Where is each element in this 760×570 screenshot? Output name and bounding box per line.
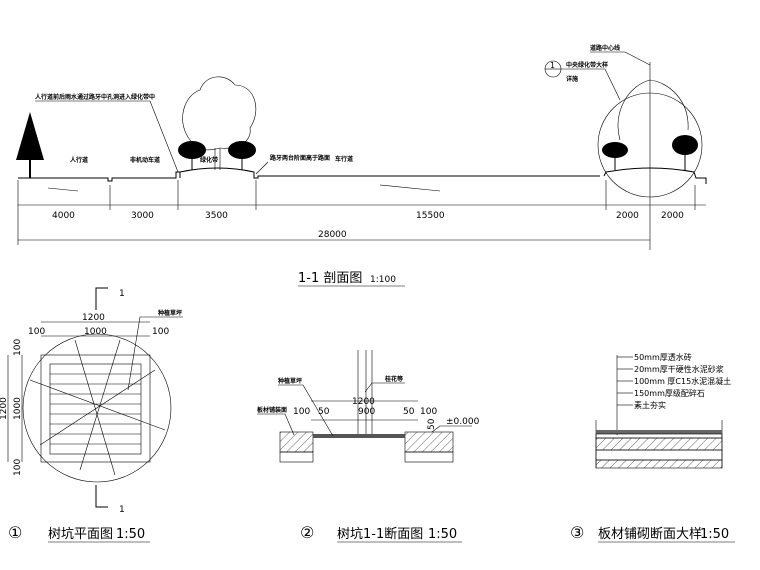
svg-text:3500: 3500	[205, 211, 228, 221]
centerline-label: 道路中心线	[590, 44, 620, 52]
svg-text:3000: 3000	[131, 211, 154, 221]
drainage-note: 人行道前后雨水通过路牙中孔洞进入绿化带中	[35, 93, 155, 101]
svg-text:①: ①	[8, 523, 22, 542]
ground-line	[18, 171, 181, 182]
pit-section-caption: ② 树坑1-1断面图 1:50	[300, 523, 462, 543]
svg-text:100mm 厚C15水泥混凝土: 100mm 厚C15水泥混凝土	[634, 376, 731, 386]
svg-text:15500: 15500	[416, 211, 445, 221]
svg-text:③: ③	[570, 523, 584, 542]
green-belt-profile	[179, 167, 600, 179]
svg-text:详施: 详施	[566, 75, 578, 83]
svg-text:1: 1	[119, 505, 125, 515]
bike-lane-label: 非机动车道	[130, 156, 160, 164]
median-profile	[603, 167, 707, 184]
svg-text:种植草坪: 种植草坪	[277, 377, 302, 385]
svg-text:100: 100	[420, 407, 437, 417]
section-scale: 1:100	[370, 275, 396, 285]
dimension-row: 4000 3000 3500 15500 2000 2000 28000	[17, 180, 706, 245]
svg-text:种植草坪: 种植草坪	[157, 309, 182, 317]
svg-text:1: 1	[550, 61, 555, 70]
svg-text:900: 900	[358, 407, 375, 417]
svg-text:50: 50	[403, 407, 415, 417]
svg-text:1:50: 1:50	[428, 527, 457, 542]
svg-text:素土夯实: 素土夯实	[634, 400, 666, 410]
svg-text:50mm厚透水砖: 50mm厚透水砖	[634, 352, 692, 362]
svg-text:1:50: 1:50	[116, 527, 145, 542]
slope-arrow	[47, 187, 79, 192]
svg-text:100: 100	[293, 407, 310, 417]
svg-text:100: 100	[13, 339, 23, 356]
svg-text:板材铺装面: 板材铺装面	[257, 406, 287, 414]
plan-caption: ① 树坑平面图 1:50	[8, 523, 150, 543]
svg-text:1: 1	[119, 289, 125, 299]
tree-group-icon	[178, 76, 257, 170]
svg-text:100: 100	[28, 327, 45, 337]
road-section: 道路中心线 1 中央绿化带大样 详施 人行道前后雨水通过路牙中孔洞进入绿化带中 …	[16, 44, 707, 287]
detail-reference: 1 中央绿化带大样 详施	[544, 60, 621, 101]
grating-lines	[29, 339, 166, 476]
svg-text:1200: 1200	[82, 313, 105, 323]
svg-text:100: 100	[152, 327, 169, 337]
curb-note: 路牙两台阶面高于路面	[270, 154, 330, 162]
roadway-label: 车行道	[335, 155, 353, 163]
tree-pit-section: 1200 100 50 900 50 100 50 ±0.000 种植草坪 桂花…	[257, 350, 480, 463]
svg-text:20mm厚干硬性水泥砂浆: 20mm厚干硬性水泥砂浆	[634, 364, 724, 374]
section-title: 1-1 剖面图	[298, 271, 362, 286]
layer-labels: 50mm厚透水砖 20mm厚干硬性水泥砂浆 100mm 厚C15水泥混凝土 15…	[617, 352, 731, 410]
slope-arrow	[379, 184, 441, 192]
svg-text:中央绿化带大样: 中央绿化带大样	[566, 61, 608, 69]
svg-text:100: 100	[13, 459, 23, 476]
tree-pit-plan: 1 1 1200 100 1000 100 种植草坪 1200 1000 100…	[0, 287, 183, 515]
paving-detail: 50mm厚透水砖 20mm厚干硬性水泥砂浆 100mm 厚C15水泥混凝土 15…	[595, 352, 731, 469]
svg-text:2000: 2000	[616, 211, 639, 221]
total-width: 28000	[318, 230, 347, 240]
svg-text:板材铺砌断面大样: 板材铺砌断面大样	[598, 527, 702, 542]
svg-text:桂花等: 桂花等	[384, 375, 403, 383]
svg-text:1200: 1200	[352, 397, 375, 407]
svg-text:树坑1-1断面图: 树坑1-1断面图	[337, 527, 423, 542]
sidewalk-label: 人行道	[70, 156, 88, 164]
svg-text:树坑平面图: 树坑平面图	[48, 527, 113, 542]
svg-text:1000: 1000	[84, 327, 107, 337]
svg-text:1000: 1000	[13, 397, 23, 420]
svg-text:2000: 2000	[661, 211, 684, 221]
svg-text:1:50: 1:50	[700, 527, 729, 542]
svg-text:50: 50	[427, 418, 437, 430]
svg-text:150mm厚级配碎石: 150mm厚级配碎石	[634, 388, 705, 398]
svg-text:1200: 1200	[0, 397, 9, 420]
svg-text:4000: 4000	[52, 211, 75, 221]
elevation-label: ±0.000	[446, 417, 480, 427]
green-belt-label: 绿化带	[200, 156, 218, 164]
paving-caption: ③ 板材铺砌断面大样 1:50	[570, 523, 735, 543]
svg-text:②: ②	[300, 523, 314, 542]
svg-text:50: 50	[318, 407, 330, 417]
conifer-tree-icon	[16, 112, 44, 178]
